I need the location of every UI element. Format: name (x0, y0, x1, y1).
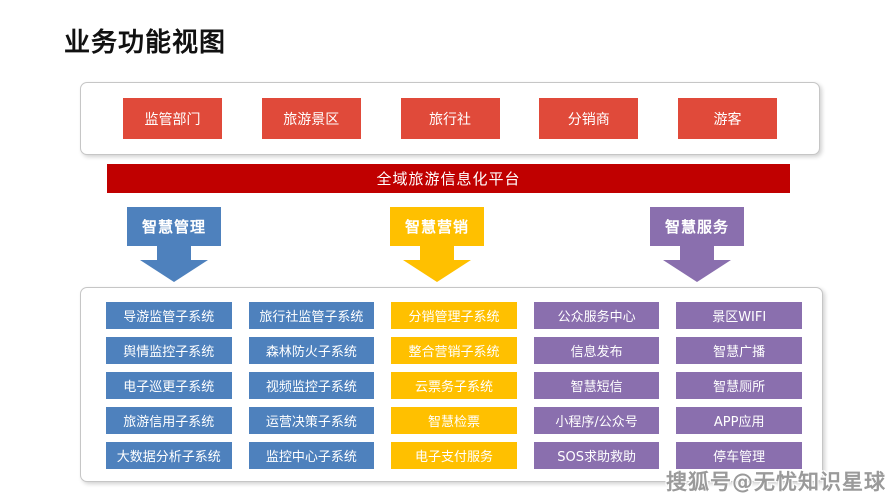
stakeholder-box-tourist: 游客 (678, 98, 777, 139)
subsystem-box: 监控中心子系统 (248, 442, 375, 469)
branch-label-smart-service: 智慧服务 (650, 207, 744, 246)
stakeholder-box-scenic-area: 旅游景区 (261, 98, 361, 139)
subsystem-box: SOS求助救助 (533, 442, 660, 469)
subsystem-box: 智慧短信 (533, 372, 660, 399)
subsystem-box: 公众服务中心 (533, 302, 660, 329)
subsystem-box: 大数据分析子系统 (106, 442, 232, 469)
stakeholder-box-regulator: 监管部门 (123, 98, 222, 139)
stakeholder-box-distributor: 分销商 (539, 98, 639, 139)
branch-label-smart-marketing: 智慧营销 (390, 207, 484, 246)
down-arrow-icon (680, 246, 714, 260)
branch-smart-marketing: 智慧营销 (390, 207, 484, 282)
subsystem-box: APP应用 (676, 407, 802, 434)
subsystem-box: 舆情监控子系统 (106, 337, 232, 364)
platform-banner: 全域旅游信息化平台 (107, 164, 790, 193)
watermark-text: 搜狐号@无忧知识星球 (666, 470, 886, 494)
subsystem-box: 云票务子系统 (391, 372, 517, 399)
subsystem-box: 停车管理 (676, 442, 802, 469)
subsystem-box: 森林防火子系统 (248, 337, 375, 364)
branch-smart-service: 智慧服务 (650, 207, 744, 282)
down-arrow-icon (663, 260, 731, 282)
subsystem-box: 景区WIFI (676, 302, 802, 329)
subsystem-box: 信息发布 (533, 337, 660, 364)
subsystem-panel: 导游监管子系统 旅行社监管子系统 分销管理子系统 公众服务中心 景区WIFI 舆… (80, 287, 823, 482)
subsystem-box: 智慧广播 (676, 337, 802, 364)
subsystem-box: 运营决策子系统 (248, 407, 375, 434)
subsystem-box: 智慧检票 (391, 407, 517, 434)
down-arrow-icon (140, 260, 208, 282)
branch-label-smart-management: 智慧管理 (127, 207, 221, 246)
subsystem-box: 旅行社监管子系统 (248, 302, 375, 329)
subsystem-box: 整合营销子系统 (391, 337, 517, 364)
stakeholder-panel: 监管部门 旅游景区 旅行社 分销商 游客 (80, 82, 820, 155)
page-title: 业务功能视图 (64, 28, 227, 58)
branch-smart-management: 智慧管理 (127, 207, 221, 282)
subsystem-box: 导游监管子系统 (106, 302, 232, 329)
subsystem-box: 分销管理子系统 (391, 302, 517, 329)
subsystem-box: 视频监控子系统 (248, 372, 375, 399)
subsystem-box: 电子支付服务 (391, 442, 517, 469)
stakeholder-box-travel-agency: 旅行社 (400, 98, 500, 139)
subsystem-box: 智慧厕所 (676, 372, 802, 399)
subsystem-box: 电子巡更子系统 (106, 372, 232, 399)
subsystem-box: 小程序/公众号 (533, 407, 660, 434)
subsystem-box: 旅游信用子系统 (106, 407, 232, 434)
down-arrow-icon (420, 246, 454, 260)
down-arrow-icon (157, 246, 191, 260)
down-arrow-icon (403, 260, 471, 282)
